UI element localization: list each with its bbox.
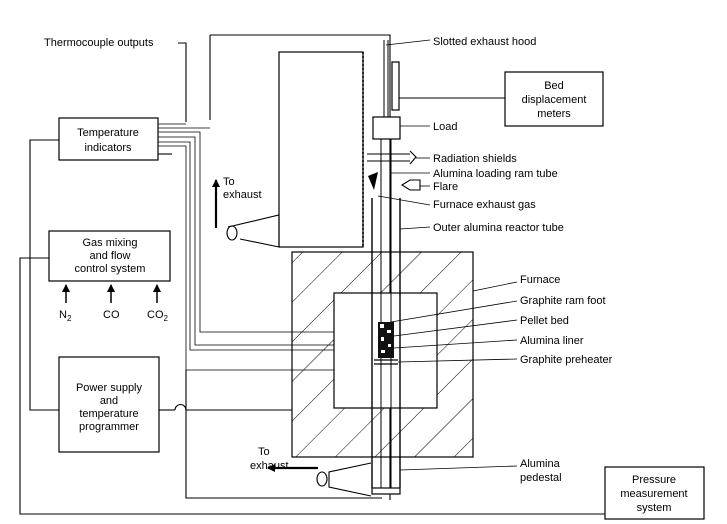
pressure-label-2: measurement [620,488,687,500]
reactor-tube [367,40,421,495]
graphite-preheater-label: Graphite preheater [520,354,613,366]
thermocouple-outputs-label: Thermocouple outputs [44,37,154,49]
pressure-label-1: Pressure [632,474,676,486]
radiation-shields-label: Radiation shields [433,153,517,165]
pellet-bed [374,322,398,365]
pressure-label-3: system [637,502,672,514]
furnace [291,251,474,458]
ram-foot-label: Graphite ram foot [520,295,606,307]
pressure-measurement-box [604,466,705,520]
gas-mixing-label-3: control system [75,263,146,275]
furnace-label: Furnace [520,274,560,286]
loading-ram-label: Alumina loading ram tube [433,168,558,180]
gas-co2-label: CO2 [147,309,169,323]
slotted-hood-label: Slotted exhaust hood [433,36,536,48]
pedestal-label-1: Alumina [520,458,561,470]
bottom-exhaust [267,462,372,497]
to-exhaust-top-label-1: To [223,176,235,188]
bed-displacement-label-1: Bed [544,80,564,92]
to-exhaust-top-label-2: exhaust [223,189,262,201]
slotted-exhaust-hood [226,51,364,248]
to-exhaust-bottom-label-1: To [258,446,270,458]
temperature-indicators-label-1: Temperature [77,127,139,139]
pellet-bed-label: Pellet bed [520,315,569,327]
displacement-meter-stem [391,61,505,111]
power-supply-label-3: temperature [79,408,138,420]
power-supply-label-2: and [100,395,118,407]
power-supply-label-4: programmer [79,421,139,433]
gas-co-label: CO [103,309,120,321]
gas-and-pressure-lines [19,139,605,515]
bed-displacement-box [504,71,604,127]
bed-displacement-label-2: displacement [522,94,587,106]
thermocouple-wires [158,123,378,371]
pedestal-label-2: pedestal [520,472,562,484]
alumina-liner-label: Alumina liner [520,335,584,347]
temperature-indicators-box [58,117,159,161]
flare-label: Flare [433,181,458,193]
power-supply-box [58,356,160,453]
load-label: Load [433,121,457,133]
leader-lines [377,39,518,471]
gas-mixing-label-1: Gas mixing [82,237,137,249]
power-supply-label-1: Power supply [76,382,143,394]
furnace-exhaust-label: Furnace exhaust gas [433,199,536,211]
gas-n2-label: N2 [59,309,72,323]
temperature-indicators-label-2: indicators [84,142,132,154]
gas-inlet-arrows [62,284,161,303]
gas-mixing-label-2: and flow [90,250,131,262]
outer-tube-label: Outer alumina reactor tube [433,222,564,234]
to-exhaust-bottom-label-2: exhaust [250,460,289,472]
bed-displacement-label-3: meters [537,108,571,120]
gas-mixing-box [48,230,171,282]
